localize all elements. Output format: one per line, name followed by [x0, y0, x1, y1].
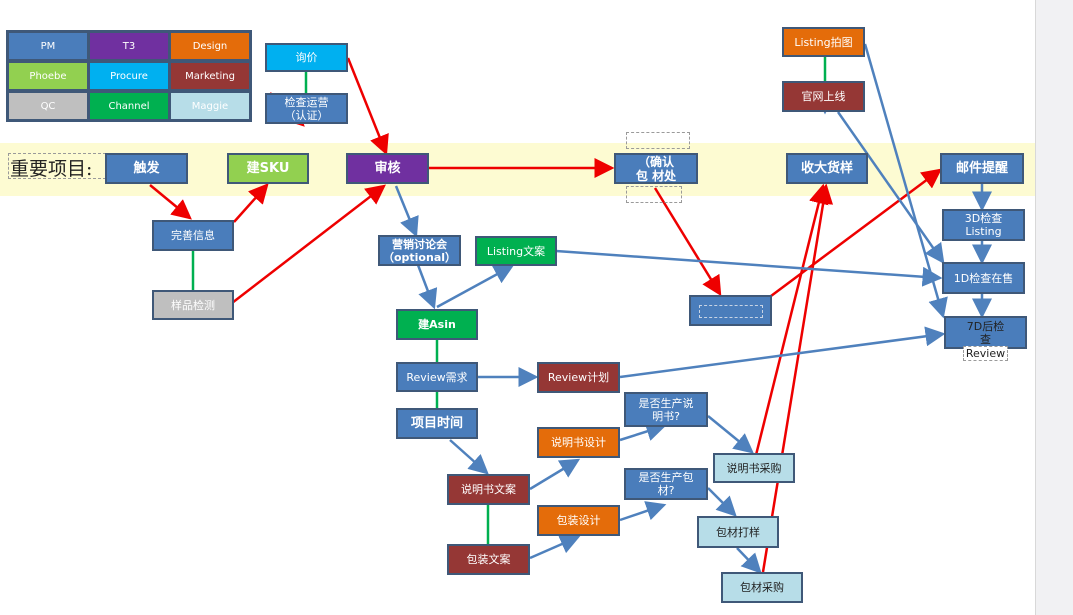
placeholder-frame	[699, 305, 763, 318]
node-pack-proof[interactable]: 包材打样	[697, 516, 779, 548]
legend-qc: QC	[8, 92, 88, 120]
role-legend: PM T3 Design Phoebe Procure Marketing QC…	[6, 30, 252, 122]
node-review-need[interactable]: Review需求	[396, 362, 478, 392]
page-title: 重要项目:	[10, 158, 93, 180]
node-complete-info[interactable]: 完善信息	[152, 220, 234, 251]
legend-pm: PM	[8, 32, 88, 60]
legend-procure: Procure	[89, 62, 169, 90]
node-check-3d-listing[interactable]: 3D检查 Listing	[942, 209, 1025, 241]
node-listing-photo[interactable]: Listing拍图	[782, 27, 865, 57]
node-manual-design[interactable]: 说明书设计	[537, 427, 620, 458]
legend-design: Design	[170, 32, 250, 60]
node-review-plan[interactable]: Review计划	[537, 362, 620, 393]
node-inquiry[interactable]: 询价	[265, 43, 348, 72]
node-produce-pack-question[interactable]: 是否生产包 材?	[624, 468, 708, 500]
diagram-canvas: 重要项目: PM T3 Design Phoebe Procure Market…	[0, 0, 1036, 615]
node-empty-placeholder[interactable]	[689, 295, 772, 326]
node-listing-copy[interactable]: Listing文案	[475, 236, 557, 266]
node-sample-test[interactable]: 样品检测	[152, 290, 234, 320]
node-pack-copy[interactable]: 包装文案	[447, 544, 530, 575]
node-confirm-packaging[interactable]: （确认 包 材处	[614, 153, 698, 184]
legend-t3: T3	[89, 32, 169, 60]
node-check-7d[interactable]: 7D后检 查	[944, 316, 1027, 349]
legend-maggie: Maggie	[170, 92, 250, 120]
blue-arrows	[394, 43, 992, 574]
red-arrows	[149, 57, 943, 573]
node-check-1d-sale[interactable]: 1D检查在售	[942, 262, 1025, 294]
placeholder-frame	[626, 186, 682, 203]
node-pack-design[interactable]: 包装设计	[537, 505, 620, 536]
node-build-asin[interactable]: 建Asin	[396, 309, 478, 340]
legend-channel: Channel	[89, 92, 169, 120]
node-email-reminder[interactable]: 邮件提醒	[940, 153, 1024, 184]
node-site-launch[interactable]: 官网上线	[782, 81, 865, 112]
node-manual-copy[interactable]: 说明书文案	[447, 474, 530, 505]
green-connectors	[191, 57, 827, 544]
vertical-scrollbar[interactable]	[1036, 0, 1073, 615]
node-check-operations[interactable]: 检查运营 （认证）	[265, 93, 348, 124]
node-pack-purchase[interactable]: 包材采购	[721, 572, 803, 603]
placeholder-frame	[626, 132, 690, 149]
title-frame	[8, 153, 106, 179]
node-project-time[interactable]: 项目时间	[396, 408, 478, 439]
legend-marketing: Marketing	[170, 62, 250, 90]
review-caption: Review	[963, 346, 1008, 361]
node-build-sku[interactable]: 建SKU	[227, 153, 309, 184]
node-trigger[interactable]: 触发	[105, 153, 188, 184]
legend-phoebe: Phoebe	[8, 62, 88, 90]
node-marketing-meeting[interactable]: 营销讨论会 （optional）	[378, 235, 461, 266]
node-review[interactable]: 审核	[346, 153, 429, 184]
node-bulk-sample[interactable]: 收大货样	[786, 153, 868, 184]
node-manual-purchase[interactable]: 说明书采购	[713, 453, 795, 483]
node-produce-manual-question[interactable]: 是否生产说 明书?	[624, 392, 708, 427]
